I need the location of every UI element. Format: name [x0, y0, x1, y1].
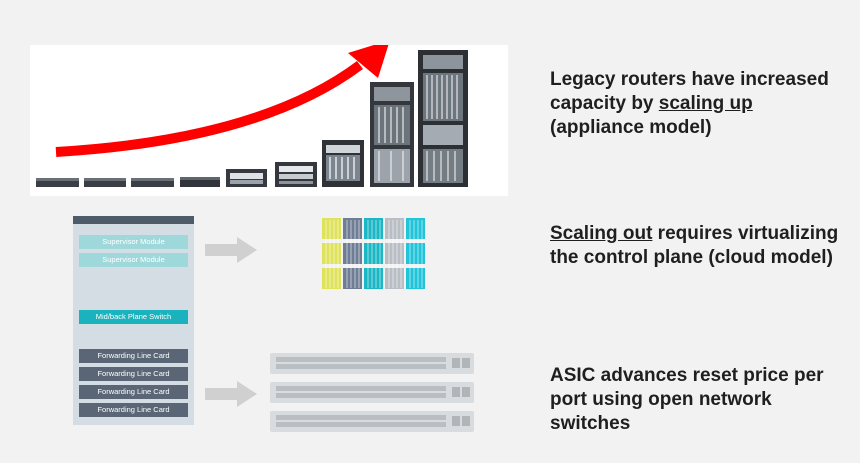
- line-card-slot: Forwarding Line Card: [79, 403, 188, 417]
- chassis-diagram: Supervisor Module Supervisor Module Mid/…: [73, 216, 194, 425]
- caption-text: ASIC advances reset price per port using…: [550, 365, 824, 434]
- router-appliance-icon: [418, 50, 468, 187]
- router-appliance-icon: [322, 140, 364, 187]
- container-stack-icon: [322, 218, 425, 289]
- supervisor-module-slot: Supervisor Module: [79, 235, 188, 249]
- chassis-header-bar: [73, 216, 194, 224]
- router-appliance-icon: [370, 82, 414, 187]
- line-card-slot: Forwarding Line Card: [79, 349, 188, 363]
- scaling-out-link-text: Scaling out: [550, 223, 653, 244]
- open-switch-icon: [270, 411, 474, 432]
- router-appliance-icon: [226, 162, 317, 187]
- supervisor-module-slot: Supervisor Module: [79, 253, 188, 267]
- router-lineup-illustration: [36, 40, 468, 187]
- backplane-switch-slot: Mid/back Plane Switch: [79, 310, 188, 324]
- scale-out-caption: Scaling out requires virtualizing the co…: [550, 222, 850, 270]
- scale-up-panel: [30, 40, 508, 196]
- open-switch-icon: [270, 353, 474, 374]
- caption-text: (appliance model): [550, 117, 712, 138]
- growth-arrow-icon: [55, 40, 390, 157]
- process-arrow-icon: [205, 381, 257, 407]
- process-arrow-icon: [205, 237, 257, 263]
- asic-caption: ASIC advances reset price per port using…: [550, 364, 850, 436]
- open-switch-icon: [270, 382, 474, 403]
- line-card-slot: Forwarding Line Card: [79, 385, 188, 399]
- caption-text: requires virtualizing the control plane …: [550, 223, 839, 268]
- router-appliance-icon: [36, 177, 220, 187]
- caption-text: Legacy routers have increased capacity b…: [550, 69, 829, 114]
- line-card-slot: Forwarding Line Card: [79, 367, 188, 381]
- scale-up-caption: Legacy routers have increased capacity b…: [550, 68, 850, 140]
- scaling-up-link-text: scaling up: [658, 93, 753, 114]
